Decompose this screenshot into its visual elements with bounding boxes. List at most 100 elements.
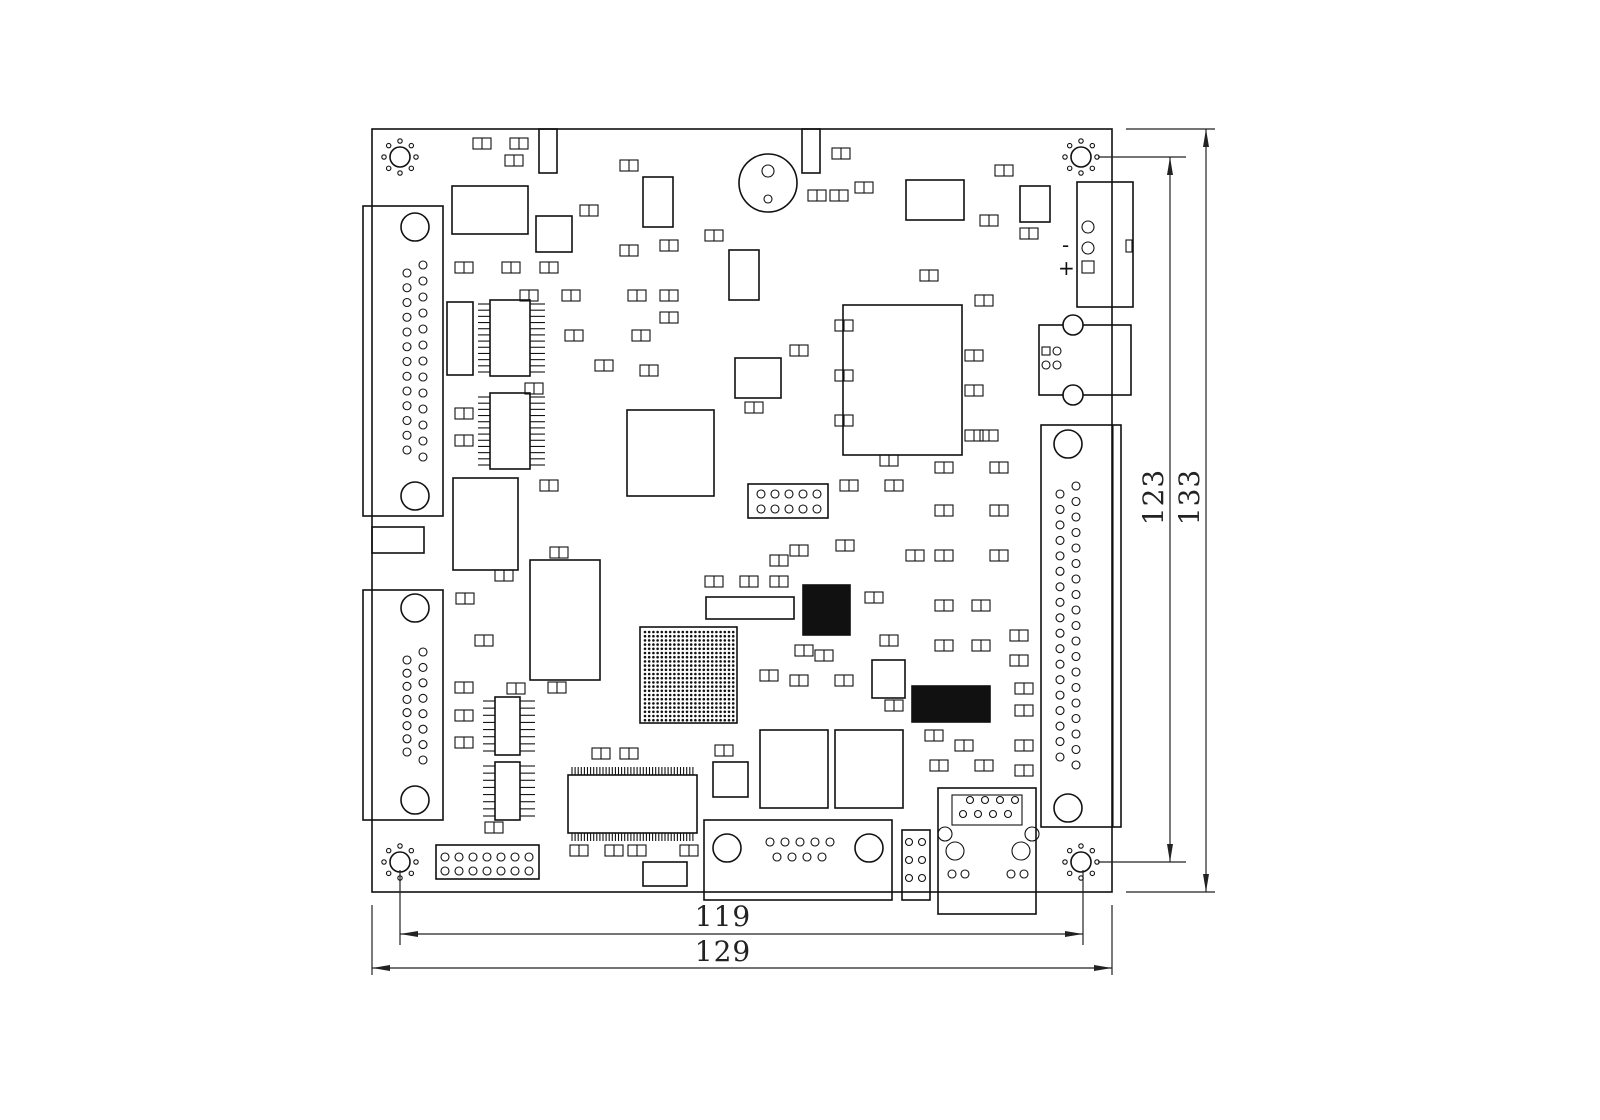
pin (765, 837, 775, 847)
pin (988, 809, 998, 819)
crystal-oscillator (734, 357, 782, 399)
capacitor-4 (642, 861, 688, 887)
pin-header-10 (747, 483, 829, 519)
buzzer (738, 153, 798, 213)
pin (917, 873, 927, 883)
pin (402, 415, 412, 426)
pin (825, 837, 835, 847)
pin (418, 276, 428, 286)
pin (402, 401, 412, 411)
pin (402, 327, 412, 337)
pin (402, 681, 412, 691)
transformer-1 (759, 729, 829, 809)
pin (418, 755, 428, 765)
pin (810, 837, 820, 847)
pin (496, 852, 506, 862)
pin (1071, 651, 1081, 662)
tsop-memory-chip (529, 559, 601, 681)
pin (418, 324, 428, 334)
small-chip-2 (871, 659, 906, 699)
pin (772, 852, 782, 862)
pin (1055, 706, 1065, 716)
pin (468, 866, 478, 876)
small-components (454, 137, 1039, 857)
ic-components (446, 128, 1051, 887)
pin (440, 866, 450, 876)
pin (1055, 613, 1065, 623)
connectors: - + (362, 181, 1134, 915)
chip-square (626, 409, 715, 497)
dimension-label-123: 123 (1137, 469, 1170, 525)
pin (787, 852, 797, 862)
pin (798, 504, 808, 514)
pin (402, 747, 412, 757)
qfp-chip (802, 584, 851, 636)
plus-label: + (1058, 256, 1075, 280)
pin (1071, 667, 1081, 677)
pin (418, 388, 428, 398)
mounting-hole (389, 146, 411, 168)
soic-chip-1 (489, 299, 531, 377)
pin (1055, 644, 1065, 654)
dimension-label-119: 119 (695, 900, 751, 933)
dimension-label-129: 129 (695, 935, 751, 968)
pin (904, 837, 914, 847)
pin (1055, 675, 1065, 685)
pin (1071, 620, 1081, 631)
pin (1055, 721, 1065, 731)
pin (402, 342, 412, 352)
pin (402, 721, 412, 731)
pin (418, 678, 428, 688)
pin (958, 809, 968, 819)
pin (1055, 489, 1065, 499)
soic-chip-2 (489, 392, 531, 470)
pin (482, 852, 492, 862)
soic-chip-4 (494, 761, 521, 821)
mounting-hole (1070, 146, 1092, 168)
pin (812, 504, 822, 514)
pin (770, 489, 780, 499)
pin (1055, 535, 1065, 545)
pin (1071, 760, 1081, 770)
pin (510, 852, 520, 862)
pin (510, 866, 520, 876)
pin (482, 866, 492, 876)
pin (524, 852, 534, 862)
pin (1071, 636, 1081, 646)
pin (418, 308, 428, 318)
pin (402, 430, 412, 440)
pin (454, 852, 464, 862)
pin (418, 709, 428, 719)
pin (1055, 504, 1065, 515)
cpu-chip (842, 304, 963, 456)
pin (973, 809, 983, 819)
pin (784, 504, 794, 514)
audio-jack (1038, 324, 1132, 396)
pin (1071, 512, 1081, 522)
pin-header-14 (435, 844, 540, 880)
pin (780, 837, 790, 847)
mounting-hole (1070, 851, 1092, 873)
bga-chip (639, 626, 738, 724)
pin (418, 404, 428, 414)
inductor-top (905, 179, 965, 221)
pin (1071, 558, 1081, 569)
pin (496, 866, 506, 876)
pin (917, 837, 927, 847)
mounting-hole (389, 851, 411, 873)
pin (1055, 520, 1065, 530)
pin (770, 504, 780, 514)
pin (402, 668, 412, 678)
pin (904, 873, 914, 883)
pin (917, 855, 927, 865)
small-chip (712, 761, 749, 798)
rj45-connector (937, 787, 1037, 915)
pin (1010, 795, 1020, 805)
minus-label: - (1062, 233, 1069, 257)
pin (418, 647, 428, 657)
pin (402, 445, 412, 455)
pin (1071, 574, 1081, 584)
pin (1055, 597, 1065, 607)
pin (965, 795, 975, 805)
